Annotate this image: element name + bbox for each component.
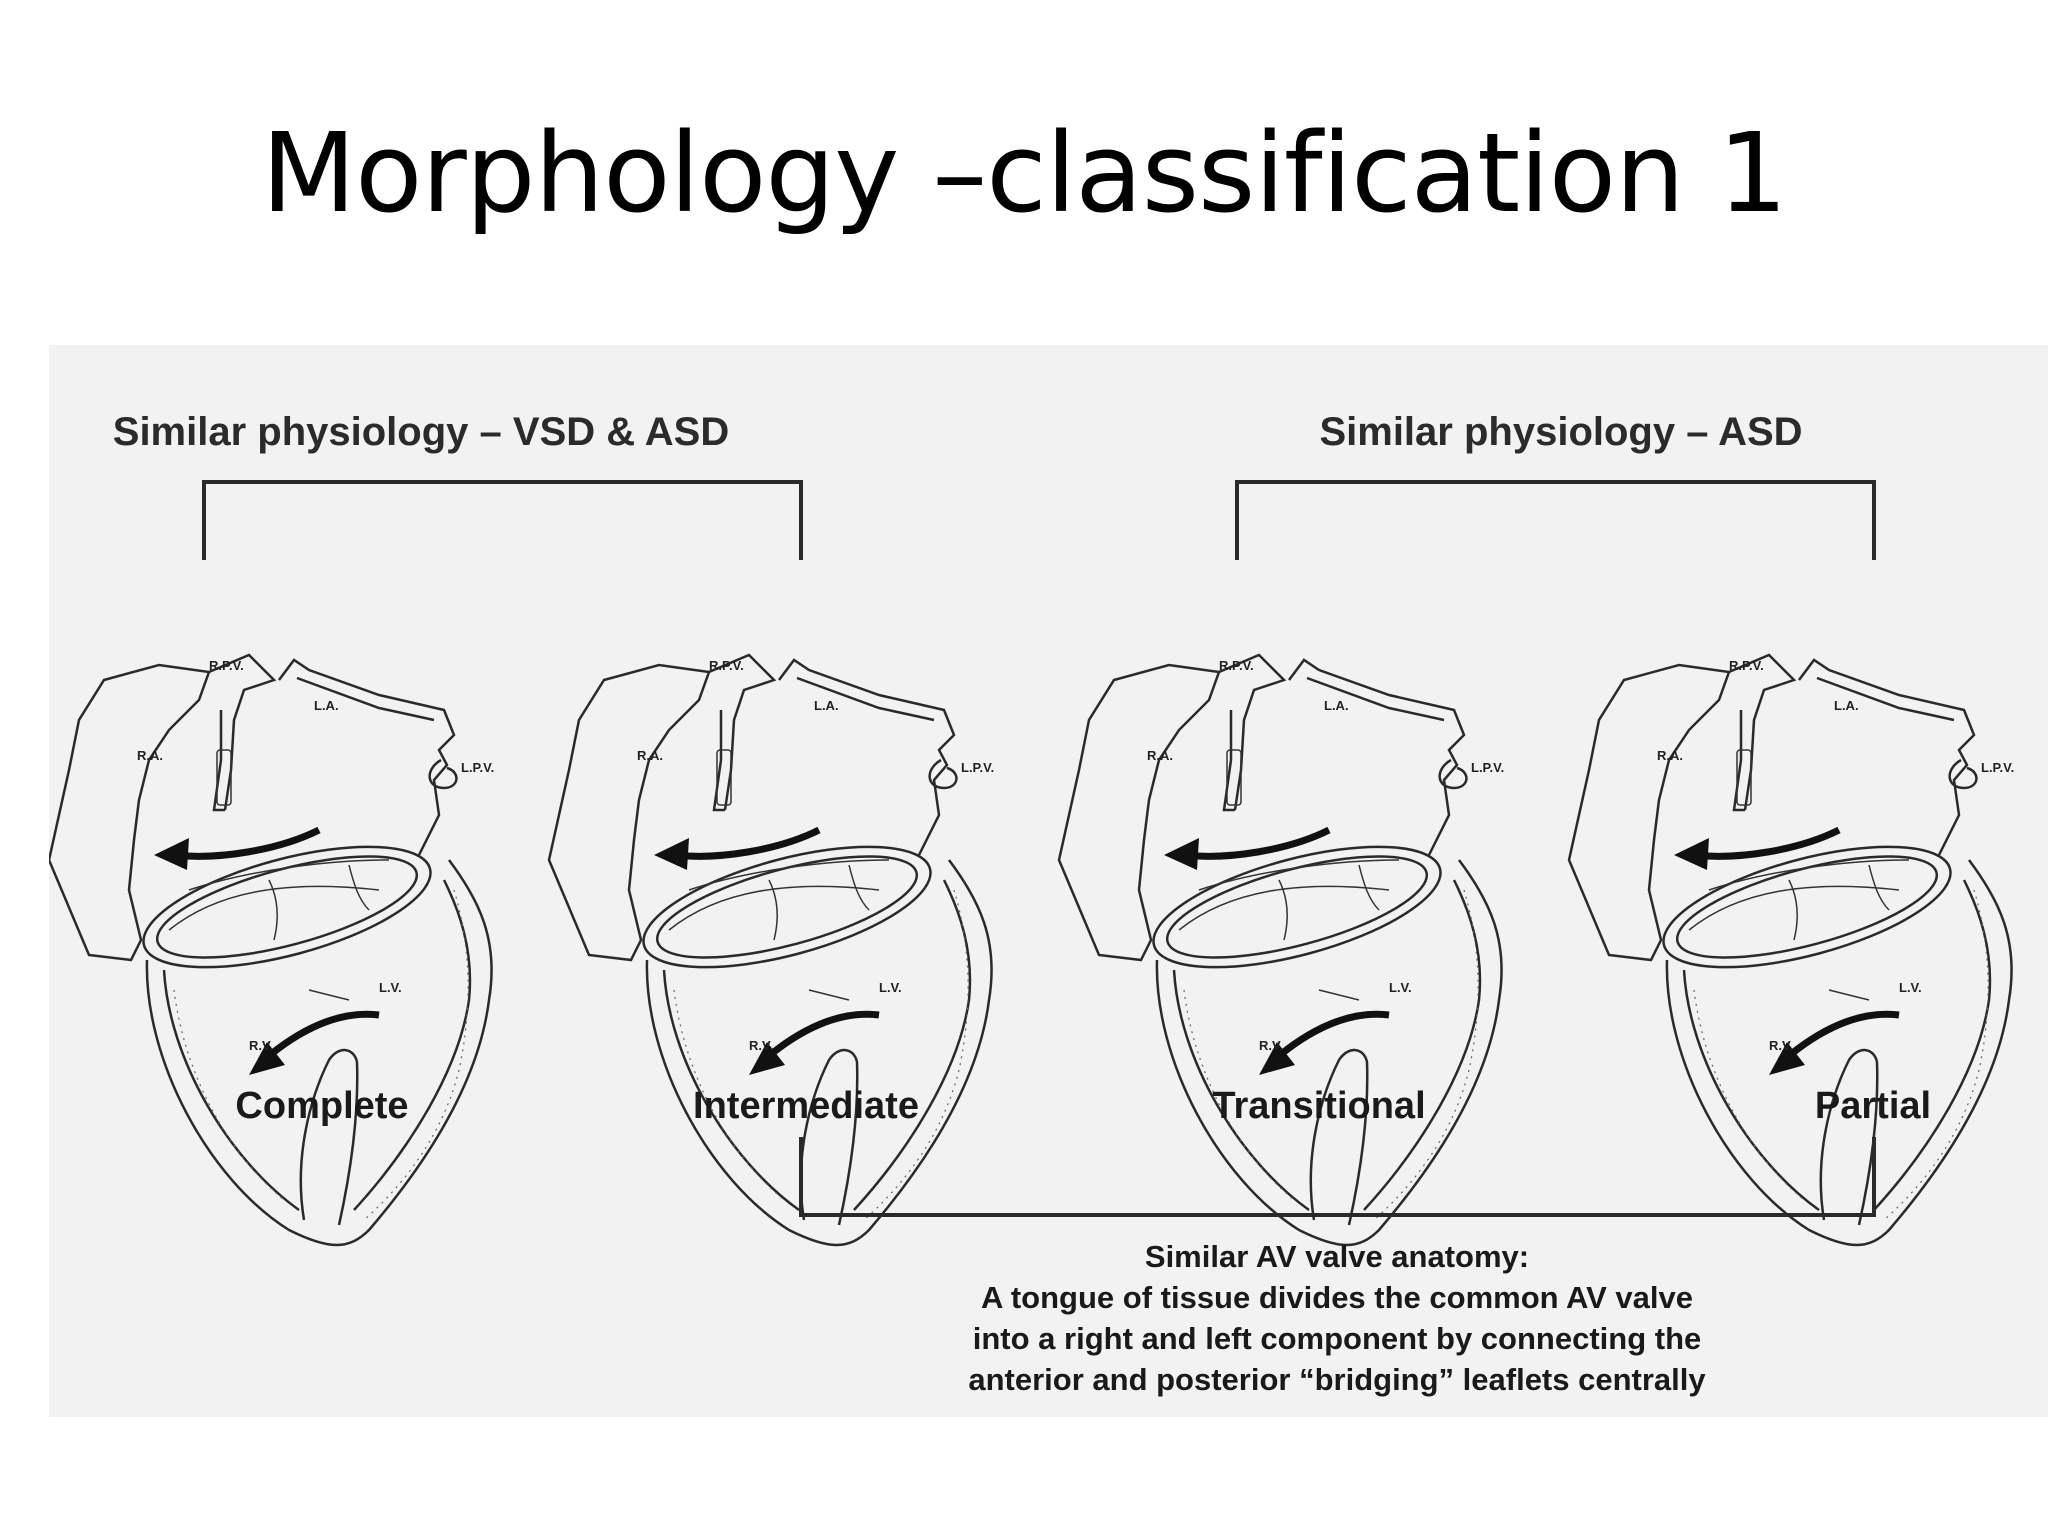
svg-text:L.V.: L.V. — [1899, 980, 1922, 995]
bracket-vsd-asd — [202, 480, 803, 560]
svg-text:L.A.: L.A. — [1834, 698, 1859, 713]
svg-text:R.P.V.: R.P.V. — [1219, 658, 1254, 673]
svg-text:R.A.: R.A. — [1147, 748, 1173, 763]
caption-line-4: anterior and posterior “bridging” leafle… — [968, 1362, 1706, 1397]
group-header-vsd-asd: Similar physiology – VSD & ASD — [113, 410, 729, 454]
svg-text:R.A.: R.A. — [1657, 748, 1683, 763]
heart-drawing-intermediate: R.P.V. L.A. L.P.V. R.A. L.V. R.V. — [549, 655, 994, 1245]
svg-text:L.P.V.: L.P.V. — [1981, 760, 2014, 775]
label-intermediate: Intermediate — [693, 1085, 919, 1127]
slide-title: Morphology –classification 1 — [261, 109, 1787, 237]
svg-text:L.V.: L.V. — [379, 980, 402, 995]
figure-panel: Similar physiology – VSD & ASD Similar p… — [49, 345, 2048, 1417]
label-partial: Partial — [1815, 1085, 1931, 1127]
svg-text:R.A.: R.A. — [637, 748, 663, 763]
caption-line-3: into a right and left component by conne… — [973, 1321, 1702, 1356]
svg-text:L.V.: L.V. — [1389, 980, 1412, 995]
svg-text:L.P.V.: L.P.V. — [961, 760, 994, 775]
bracket-av-valve — [799, 1137, 1876, 1217]
svg-text:L.A.: L.A. — [1324, 698, 1349, 713]
svg-text:L.P.V.: L.P.V. — [1471, 760, 1504, 775]
av-canal-diagram: Similar physiology – VSD & ASD Similar p… — [49, 410, 2048, 1397]
heart-drawing-complete: R.P.V. L.A. L.P.V. R.A. L.V. R.V. — [49, 655, 494, 1245]
svg-text:L.A.: L.A. — [314, 698, 339, 713]
bracket-asd — [1235, 480, 1876, 560]
svg-text:L.A.: L.A. — [814, 698, 839, 713]
svg-text:L.V.: L.V. — [879, 980, 902, 995]
svg-text:R.V.: R.V. — [249, 1038, 273, 1053]
svg-text:L.P.V.: L.P.V. — [461, 760, 494, 775]
heart-drawing-partial: R.P.V. L.A. L.P.V. R.A. L.V. R.V. — [1569, 655, 2014, 1245]
svg-text:R.V.: R.V. — [749, 1038, 773, 1053]
svg-text:R.P.V.: R.P.V. — [709, 658, 744, 673]
caption-line-1: Similar AV valve anatomy: — [1145, 1239, 1529, 1274]
label-transitional: Transitional — [1212, 1085, 1425, 1127]
svg-text:R.V.: R.V. — [1769, 1038, 1793, 1053]
svg-text:R.P.V.: R.P.V. — [1729, 658, 1764, 673]
svg-text:R.V.: R.V. — [1259, 1038, 1283, 1053]
heart-drawing-transitional: R.P.V. L.A. L.P.V. R.A. L.V. R.V. — [1059, 655, 1504, 1245]
group-header-asd: Similar physiology – ASD — [1319, 410, 1802, 454]
caption-line-2: A tongue of tissue divides the common AV… — [981, 1280, 1693, 1315]
label-complete: Complete — [235, 1085, 408, 1127]
svg-text:R.P.V.: R.P.V. — [209, 658, 244, 673]
svg-text:R.A.: R.A. — [137, 748, 163, 763]
